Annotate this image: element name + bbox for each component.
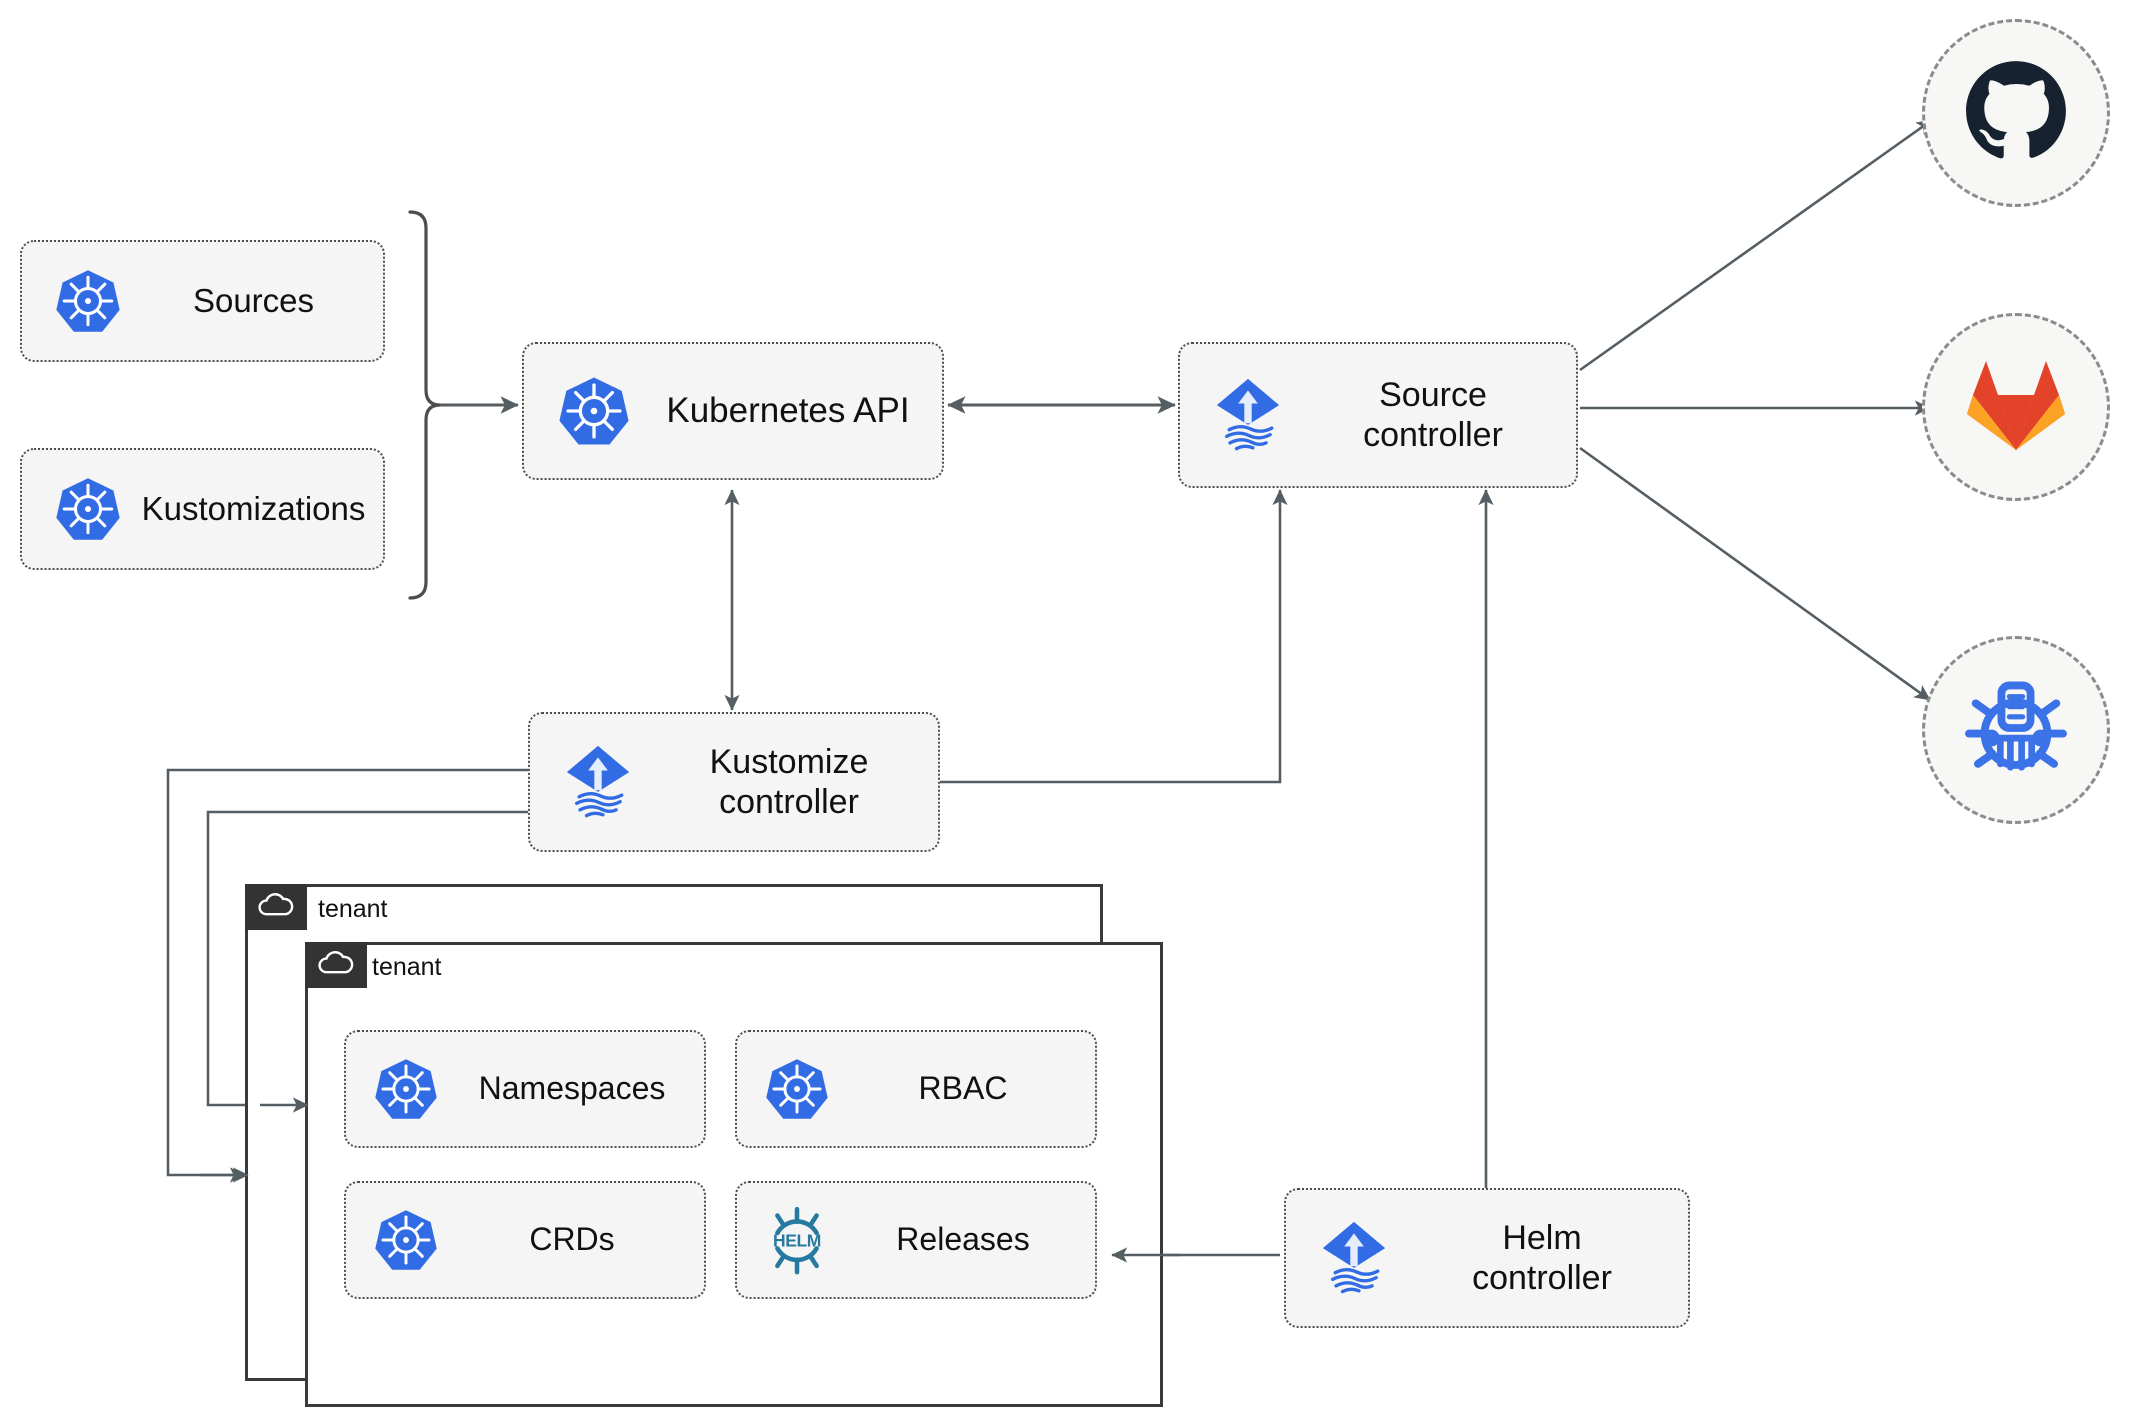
node-kustomizations[interactable]: Kustomizations (20, 448, 385, 570)
resource-group-brace (408, 210, 442, 600)
kubernetes-icon (546, 363, 642, 459)
provider-helm-repository[interactable] (1922, 636, 2110, 824)
node-releases[interactable]: Releases (735, 1181, 1097, 1299)
node-kustomize-controller[interactable]: Kustomize controller (528, 712, 940, 852)
cloud-icon (316, 949, 356, 982)
node-namespaces[interactable]: Namespaces (344, 1030, 706, 1148)
node-label: Sources (192, 281, 315, 319)
kubernetes-icon (364, 1047, 448, 1131)
node-source-controller[interactable]: Source controller (1178, 342, 1578, 488)
node-kubernetes-api[interactable]: Kubernetes API (522, 342, 944, 480)
node-crds[interactable]: CRDs (344, 1181, 706, 1299)
tenant-label-front: tenant (372, 953, 442, 981)
tenant-label-back: tenant (318, 895, 388, 923)
cloud-icon (256, 891, 296, 924)
kubernetes-icon (364, 1198, 448, 1282)
kubernetes-icon (44, 465, 132, 553)
github-icon (1964, 59, 2068, 168)
node-label: Helm controller (1472, 1218, 1612, 1297)
node-helm-controller[interactable]: Helm controller (1284, 1188, 1690, 1328)
node-label: Kubernetes API (666, 391, 910, 431)
helm-repository-icon (1960, 672, 2072, 789)
flux-icon (548, 732, 648, 832)
node-label: CRDs (529, 1221, 615, 1258)
tenant-tab-front (305, 942, 367, 988)
wire-kustomize-to-source (940, 489, 1288, 784)
gitlab-icon (1966, 355, 2066, 460)
node-rbac[interactable]: RBAC (735, 1030, 1097, 1148)
tenant-tab-back (245, 884, 307, 930)
node-label: Releases (896, 1221, 1030, 1258)
tenant-container-front[interactable] (305, 942, 1163, 1407)
flux-icon (1198, 365, 1298, 465)
node-label: Namespaces (478, 1070, 666, 1107)
helm-icon (755, 1198, 839, 1282)
provider-gitlab[interactable] (1922, 313, 2110, 501)
wire-source-to-github (1579, 118, 1933, 372)
wire-source-to-helmrepo (1579, 446, 1931, 702)
flux-icon (1304, 1208, 1404, 1308)
node-label: Source controller (1363, 375, 1503, 454)
node-label: Kustomize controller (709, 742, 869, 821)
provider-github[interactable] (1922, 19, 2110, 207)
node-label: RBAC (918, 1070, 1008, 1107)
node-sources[interactable]: Sources (20, 240, 385, 362)
kubernetes-icon (755, 1047, 839, 1131)
kubernetes-icon (44, 257, 132, 345)
node-label: Kustomizations (141, 489, 366, 527)
